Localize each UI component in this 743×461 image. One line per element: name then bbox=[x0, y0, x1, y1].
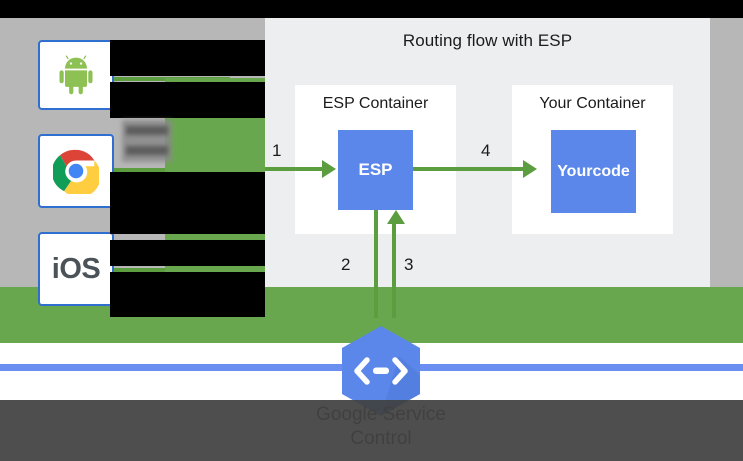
arrow-4-head-icon bbox=[523, 160, 537, 178]
arrow-4-label: 4 bbox=[481, 141, 491, 160]
arrow-1-line bbox=[265, 167, 325, 171]
arrow-2-label: 2 bbox=[341, 255, 351, 274]
esp-node[interactable]: ESP bbox=[338, 130, 413, 210]
occlusion-blur-line-1 bbox=[126, 126, 168, 135]
ios-label: iOS bbox=[51, 252, 101, 285]
page-title: Routing flow with ESP bbox=[402, 31, 573, 50]
arrow-3-label: 3 bbox=[404, 255, 414, 274]
occlusion-band-bottom bbox=[0, 400, 743, 461]
occlusion-block-4 bbox=[110, 240, 265, 266]
client-card-android[interactable] bbox=[38, 40, 114, 110]
client-card-ios[interactable]: iOS bbox=[38, 232, 114, 306]
occlusion-block-5 bbox=[110, 272, 265, 317]
arrow-1-label: 1 bbox=[272, 141, 282, 160]
occlusion-blur-line-2 bbox=[126, 146, 168, 155]
arrow-2-line bbox=[374, 210, 378, 318]
occlusion-block-2 bbox=[110, 82, 265, 118]
arrow-1-head-icon bbox=[322, 160, 336, 178]
client-card-chrome[interactable] bbox=[38, 134, 114, 208]
your-code-line2: code bbox=[592, 162, 630, 180]
arrow-3-head-icon bbox=[387, 210, 405, 224]
your-container-title: Your Container bbox=[539, 95, 646, 112]
your-code-line1: Your bbox=[557, 162, 593, 180]
occlusion-block-top bbox=[0, 0, 556, 18]
arrow-3-line bbox=[392, 224, 396, 318]
your-code-node[interactable]: Your code bbox=[551, 130, 636, 213]
occlusion-block-3 bbox=[110, 172, 265, 234]
android-icon bbox=[59, 55, 93, 95]
chrome-icon bbox=[53, 149, 99, 194]
arrow-4-line bbox=[413, 167, 525, 171]
occlusion-block-1 bbox=[110, 40, 265, 76]
panel-right-gray-strip bbox=[710, 18, 743, 287]
esp-container-title: ESP Container bbox=[322, 95, 429, 112]
